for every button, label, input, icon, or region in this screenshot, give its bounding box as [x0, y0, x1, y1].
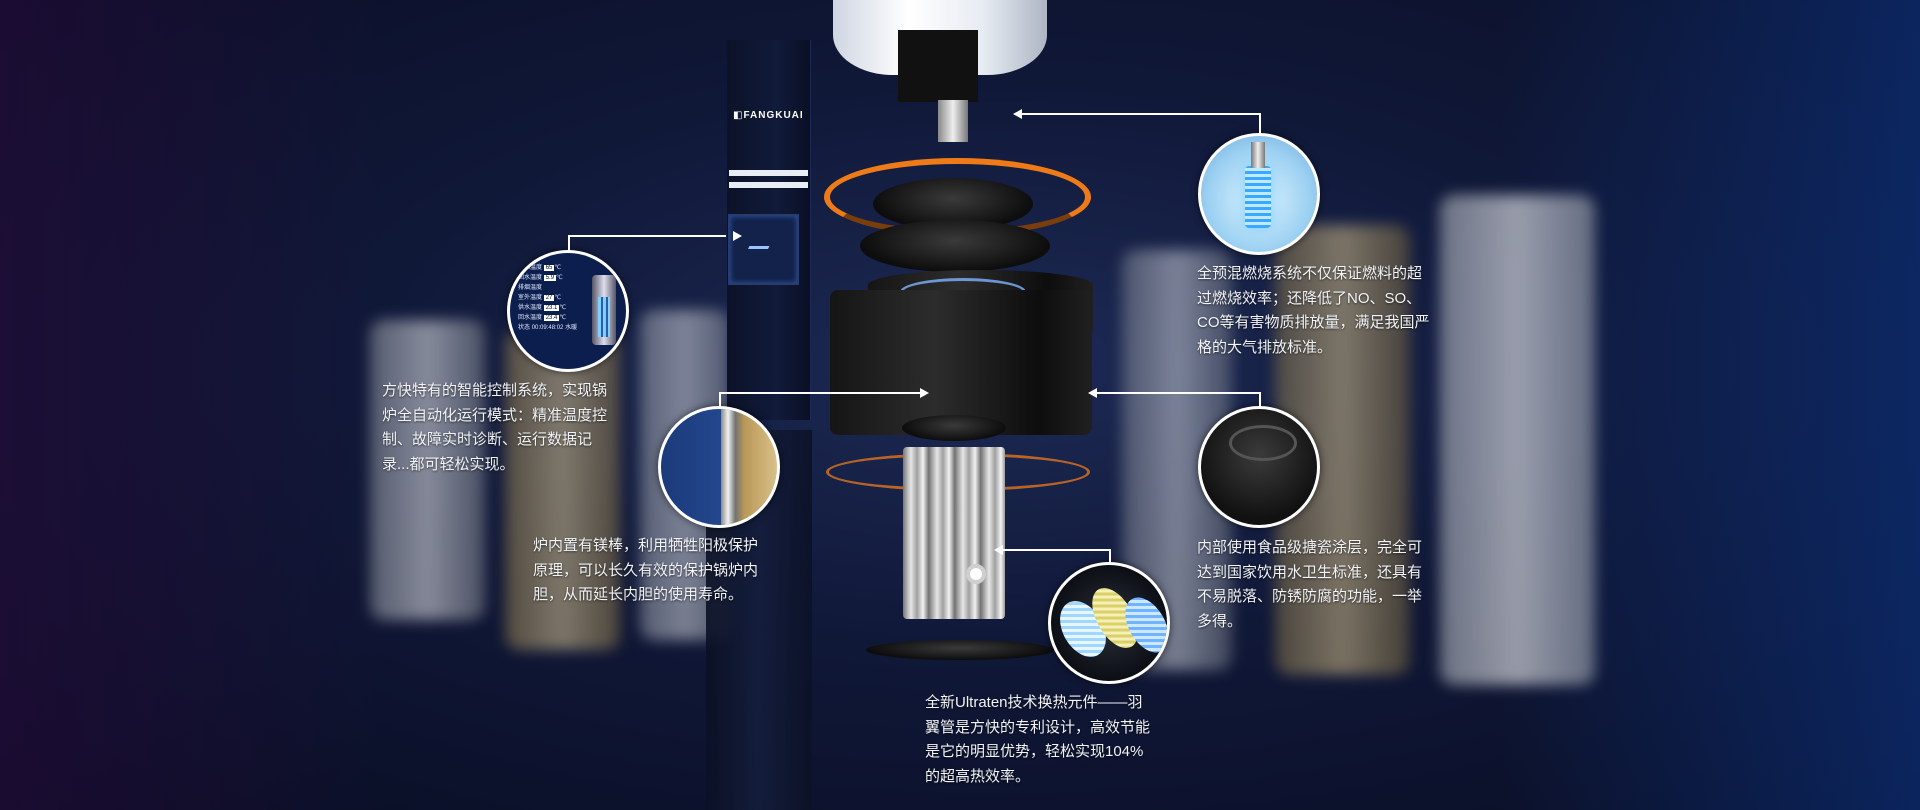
readout-row: 出水温度 65℃: [518, 265, 562, 271]
caption-line: 不易脱落、防锈防腐的功能，一举: [1197, 588, 1423, 605]
connector-line: [568, 235, 570, 251]
control-screen-readout: 出水温度 65℃ 回水温度 5.9℃ 排烟温度 室外温度 27℃ 供水温度 23…: [518, 263, 588, 333]
readout-row: 状态 00:09:48:02 水暖: [518, 325, 578, 331]
connector-line: [1109, 549, 1111, 563]
enamel-surface-icon: [1229, 425, 1297, 461]
caption-line: 录...都可轻松实现。: [382, 455, 515, 473]
anode-rod-circle: [658, 406, 780, 528]
caption-enamel: 内部使用食品级搪瓷涂层，完全可 达到国家饮用水卫生标准，还具有 不易脱落、防锈防…: [1197, 536, 1459, 634]
fan-assembly: [898, 30, 978, 102]
brand-logo: ◧FANGKUAI: [733, 110, 804, 121]
arrow-left-icon: [1013, 109, 1022, 119]
caption-anode: 炉内置有镁棒，利用牺牲阳极保护 原理，可以长久有效的保护锅炉内 胆，从而延长内胆…: [533, 534, 795, 608]
bg-cylinder-right-white: [1440, 195, 1595, 685]
screen-logo-icon: [748, 232, 776, 249]
control-system-circle: 出水温度 65℃ 回水温度 5.9℃ 排烟温度 室外温度 27℃ 供水温度 23…: [507, 250, 629, 372]
caption-line: 原理，可以长久有效的保护锅炉内: [533, 561, 759, 579]
caption-line: 内部使用食品级搪瓷涂层，完全可: [1197, 539, 1423, 556]
burner-plate: [860, 220, 1050, 272]
caption-line: 方快特有的智能控制系统，实现锅: [382, 382, 608, 399]
caption-line: 多得。: [1197, 612, 1243, 630]
caption-line: 过燃烧效率；还降低了NO、SO、: [1197, 289, 1422, 307]
arrow-left-icon: [1088, 388, 1097, 398]
panel-stripe: [729, 182, 808, 188]
caption-line: 是它的明显优势，轻松实现104%: [925, 743, 1144, 760]
bg-cylinder-left-gold: [505, 330, 620, 650]
control-screen: [728, 214, 799, 285]
enamel-coating-circle: [1198, 406, 1320, 528]
finned-tube-bundle: [903, 447, 1005, 619]
readout-row: 供水温度 23.1℃: [518, 305, 567, 311]
gas-valve: [938, 100, 968, 142]
burner-neck-icon: [1251, 142, 1265, 168]
tube-plate: [902, 415, 1006, 441]
connector-line: [1020, 113, 1261, 115]
caption-burner: 全预混燃烧系统不仅保证燃料的超 过燃烧效率；还降低了NO、SO、 CO等有害物质…: [1197, 262, 1459, 360]
connector-line: [1259, 113, 1261, 134]
readout-row: 排烟温度: [518, 285, 543, 291]
caption-line: 制、故障实时诊断、运行数据记: [382, 431, 593, 448]
caption-line: 达到国家饮用水卫生标准，还具有: [1197, 563, 1423, 581]
bg-cylinder-left-gray: [370, 320, 485, 620]
caption-line: 炉内置有镁棒，利用牺牲阳极保护: [533, 537, 759, 554]
connector-line: [1003, 549, 1111, 551]
logo-mark-icon: ◧: [733, 110, 744, 121]
arrow-right-icon: [733, 231, 742, 241]
tube-outlet-icon: [966, 564, 986, 584]
caption-line: 全预混燃烧系统不仅保证燃料的超: [1197, 265, 1423, 282]
panel-stripe: [729, 170, 808, 176]
background-shade-left: [0, 0, 380, 810]
caption-line: 全新Ultraten技术换热元件——羽: [925, 694, 1143, 711]
caption-line: 胆，从而延长内胆的使用寿命。: [533, 586, 744, 603]
finned-tube-circle: [1048, 562, 1170, 684]
caption-line: 炉全自动化运行模式：精准温度控: [382, 406, 608, 424]
connector-line: [1259, 392, 1261, 407]
caption-control-system: 方快特有的智能控制系统，实现锅 炉全自动化运行模式：精准温度控 制、故障实时诊断…: [382, 379, 644, 477]
caption-line: CO等有害物质排放量，满足我国严: [1197, 314, 1430, 331]
burner-circle: [1198, 133, 1320, 255]
caption-line: 的超高热效率。: [925, 767, 1031, 785]
arrow-right-icon: [920, 388, 929, 398]
caption-line: 格的大气排放标准。: [1197, 338, 1333, 356]
readout-row: 室外温度 27℃: [518, 295, 562, 301]
caption-line: 翼管是方快的专利设计，高效节能: [925, 718, 1151, 736]
boiler-thumbnail-icon: [592, 275, 616, 345]
connector-line: [568, 235, 726, 237]
inner-tank: [830, 290, 1092, 435]
readout-row: 回水温度 23.4℃: [518, 315, 567, 321]
anode-rod-icon: [721, 409, 735, 525]
connector-line: [719, 392, 923, 394]
arrow-left-icon: [994, 545, 1003, 555]
burner-mesh-icon: [1245, 166, 1271, 228]
caption-heat-exchanger: 全新Ultraten技术换热元件——羽 翼管是方快的专利设计，高效节能 是它的明…: [925, 691, 1187, 789]
connector-line: [1096, 392, 1261, 394]
readout-row: 回水温度 5.9℃: [518, 275, 563, 281]
bottom-plate: [866, 640, 1054, 660]
connector-line: [719, 392, 721, 407]
